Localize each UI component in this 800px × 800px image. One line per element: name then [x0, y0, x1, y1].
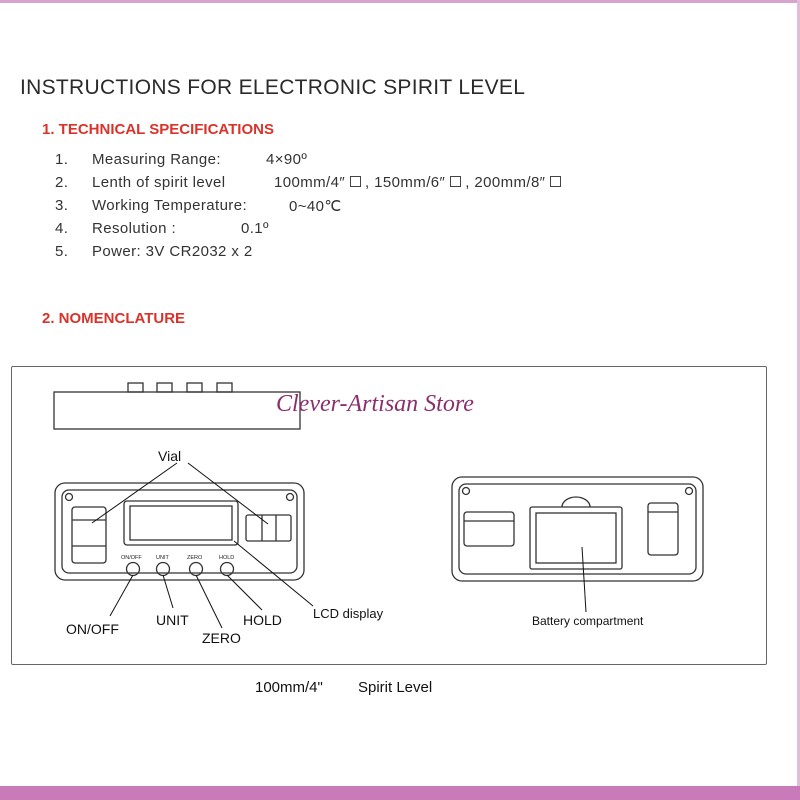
label-battery-compartment: Battery compartment	[532, 614, 644, 628]
button-label-unit: UNIT	[156, 555, 169, 561]
front-screw-right	[285, 492, 295, 502]
length-option-150mm: , 150mm/6″	[365, 174, 446, 191]
back-left-window	[463, 511, 515, 547]
right-border	[797, 0, 800, 800]
spec-item-measuring-range: 1. Measuring Range: 4×90º	[55, 151, 307, 168]
side-button-2	[156, 382, 173, 393]
spec-label: Lenth of spirit level	[92, 174, 226, 191]
battery-notch	[561, 496, 591, 508]
length-option-100mm: 100mm/4″	[274, 174, 346, 191]
right-vial	[245, 514, 292, 542]
button-label-zero: ZERO	[187, 555, 203, 561]
side-button-1	[127, 382, 144, 393]
spec-number: 3.	[55, 197, 69, 214]
length-option-200mm: , 200mm/8″	[465, 174, 546, 191]
spec-item-working-temperature: 3. Working Temperature: 0~40℃	[55, 197, 341, 215]
front-view-body	[54, 482, 305, 581]
checkbox-200mm	[550, 176, 562, 187]
back-view-body	[451, 476, 704, 582]
label-lcd-display: LCD display	[313, 606, 384, 621]
spec-value: 0.1º	[241, 220, 269, 237]
label-zero: ZERO	[202, 630, 241, 646]
spec-item-power: 5. Power: 3V CR2032 x 2	[55, 243, 253, 260]
back-screw-right	[684, 486, 694, 496]
spec-number: 4.	[55, 220, 69, 237]
button-label-hold: HOLD	[219, 555, 235, 561]
battery-compartment	[529, 506, 623, 570]
spec-value: 0~40℃	[289, 198, 342, 215]
back-right-window	[647, 502, 679, 556]
caption-size: 100mm/4"	[255, 679, 323, 696]
front-view-inner	[61, 489, 298, 574]
top-border	[0, 0, 800, 3]
label-hold: HOLD	[243, 612, 282, 628]
lcd-screen	[123, 500, 239, 546]
bottom-border	[0, 786, 800, 800]
spec-label: Measuring Range:	[92, 151, 221, 168]
section-nomenclature: 2. NOMENCLATURE	[42, 310, 186, 327]
lcd-screen-inner	[129, 505, 233, 541]
spec-label: Power: 3V CR2032 x 2	[92, 243, 253, 260]
label-vial: Vial	[158, 448, 182, 464]
checkbox-100mm	[350, 176, 362, 187]
spec-value-lengths: 100mm/4″ , 150mm/6″ , 200mm/8″	[274, 174, 565, 191]
spec-label: Working Temperature:	[92, 197, 248, 214]
checkbox-150mm	[450, 176, 462, 187]
spec-number: 1.	[55, 151, 69, 168]
spec-value: 4×90º	[266, 151, 308, 168]
caption-name: Spirit Level	[358, 679, 433, 696]
page-title: INSTRUCTIONS FOR ELECTRONIC SPIRIT LEVEL	[20, 76, 526, 99]
store-watermark: Clever-Artisan Store	[276, 391, 474, 417]
back-view-inner	[458, 483, 697, 575]
left-vial	[71, 506, 107, 564]
section-technical-specifications: 1. TECHNICAL SPECIFICATIONS	[42, 121, 274, 138]
spec-item-resolution: 4. Resolution : 0.1º	[55, 220, 269, 237]
spec-label: Resolution :	[92, 220, 177, 237]
spec-number: 2.	[55, 174, 69, 191]
side-button-3	[186, 382, 203, 393]
side-button-4	[216, 382, 233, 393]
nomenclature-diagram-panel	[11, 366, 767, 665]
side-view-body	[53, 391, 301, 430]
front-screw-left	[64, 492, 74, 502]
battery-cover-inner	[535, 512, 617, 564]
back-screw-left	[461, 486, 471, 496]
spec-number: 5.	[55, 243, 69, 260]
label-on-off: ON/OFF	[66, 621, 119, 637]
button-label-on-off: ON/OFF	[121, 555, 142, 561]
spec-item-length: 2. Lenth of spirit level 100mm/4″ , 150mm/…	[55, 174, 562, 191]
label-unit: UNIT	[156, 612, 189, 628]
